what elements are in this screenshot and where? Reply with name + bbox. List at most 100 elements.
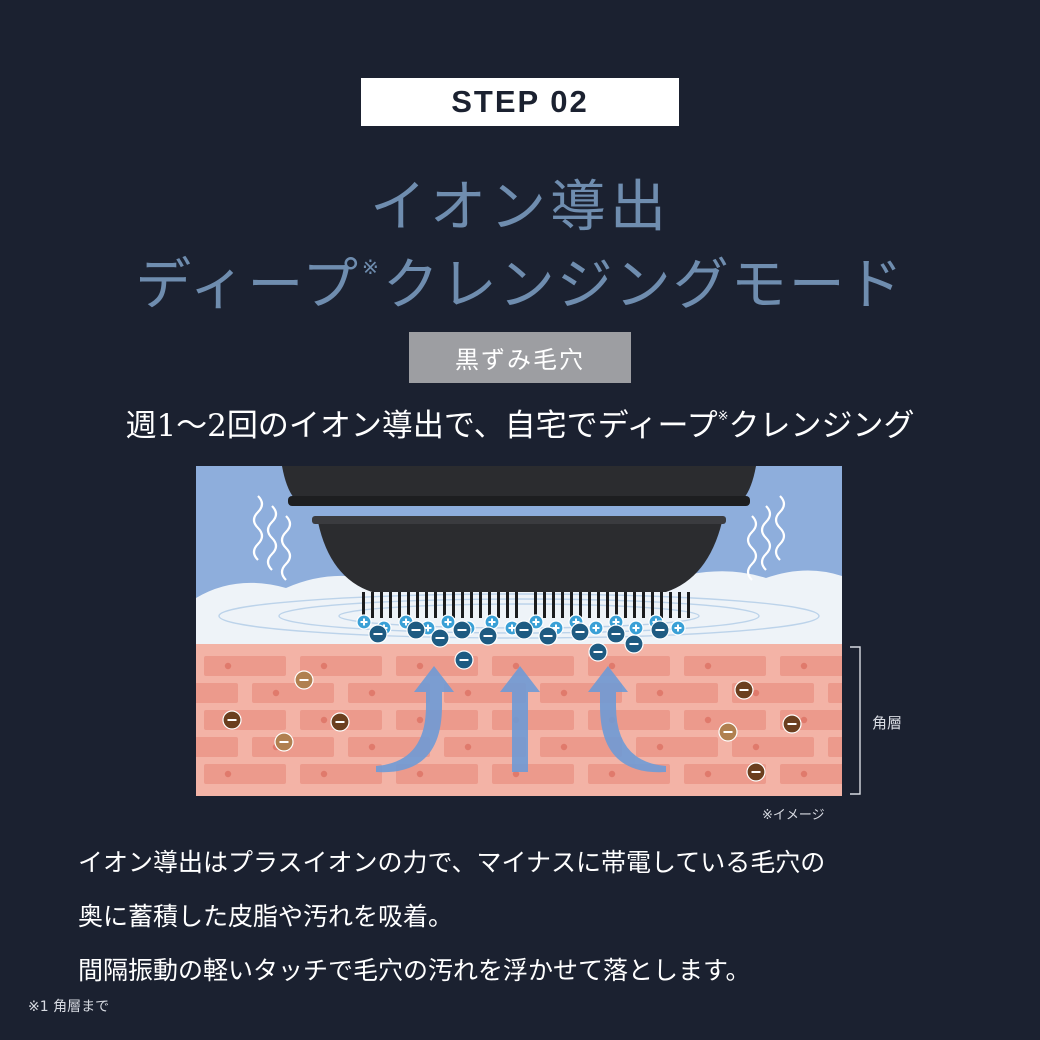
brick [252,737,334,757]
minus-ion [624,634,644,654]
brick [348,683,430,703]
brick-dot [512,770,520,778]
subtitle-footnote-mark: ※ [717,409,729,424]
bristle [461,592,464,618]
bristle [606,592,609,618]
description: イオン導出はプラスイオンの力で、マイナスに帯電している毛穴の 奥に蓄積した皮脂や… [78,836,1008,998]
bristle [425,592,428,618]
brick-dot [416,716,424,724]
plus-ion [628,620,644,636]
bristle [506,592,509,618]
brick-dot [704,770,712,778]
bristle [687,592,690,618]
sebum-particle [718,722,738,742]
step-badge: STEP 02 [361,78,679,126]
plus-ion [356,614,372,630]
bristle [624,592,627,618]
title-footnote-mark: ※ [361,255,381,279]
brick-dot [368,743,376,751]
brick [204,710,286,730]
title-mode-part1: ディープ [135,253,360,318]
brick-dot [656,689,664,697]
sebum-particle [222,710,242,730]
page-title-mode: ディープ※クレンジングモード [0,240,1040,321]
footnote: ※1 角層まで [28,999,110,1015]
brick-dot [320,662,328,670]
brick-dot [608,662,616,670]
bristle [452,592,455,618]
sebum-particle [294,670,314,690]
brick [684,710,766,730]
bristle [651,592,654,618]
brick-dot [752,689,760,697]
ions [222,614,802,782]
sebum-particle [782,714,802,734]
bristle [633,592,636,618]
bristle [416,592,419,618]
bristle [588,592,591,618]
plus-ion [670,620,686,636]
brick-dot [416,662,424,670]
brick [684,656,766,676]
brick [196,683,238,703]
sebum-particle [274,732,294,752]
brick-dot [560,689,568,697]
description-line-3: 間隔振動の軽いタッチで毛穴の汚れを浮かせて落とします。 [78,956,751,985]
brick [300,656,382,676]
brick-dot [416,770,424,778]
vibration-lines-left [252,495,292,581]
brick-dot [464,689,472,697]
ion-extraction-illustration [196,466,842,796]
brick [348,737,430,757]
bristle [434,592,437,618]
brick-dot [272,689,280,697]
minus-ion [454,650,474,670]
brick-dot [464,743,472,751]
brick [828,737,842,757]
suction-arrows [376,666,666,773]
bristle [570,592,573,618]
minus-ion [368,624,388,644]
image-note: ※イメージ [762,808,825,823]
bristle [642,592,645,618]
bristle [552,592,555,618]
bristle [488,592,491,618]
brick-dot [224,770,232,778]
brick-dot [560,743,568,751]
brick [204,764,286,784]
brick-dot [800,662,808,670]
bristle [561,592,564,618]
brick [252,683,334,703]
title-mode-part2: クレンジングモード [382,253,905,318]
brick [492,764,574,784]
minus-ion [452,620,472,640]
page-title: イオン導出 [370,175,670,240]
brick [492,710,574,730]
bristle [597,592,600,618]
description-line-1: イオン導出はプラスイオンの力で、マイナスに帯電している毛穴の [78,848,826,877]
bristle [660,592,663,618]
brick-dot [704,716,712,724]
plus-ion [440,614,456,630]
bristle [362,592,365,618]
plus-ion [528,614,544,630]
description-line-2: 奥に蓄積した皮脂や汚れを吸着。 [78,902,454,931]
brick [444,737,526,757]
brick-dot [320,770,328,778]
brick [492,656,574,676]
brick-dot [368,689,376,697]
brick-dot [800,770,808,778]
bristle [407,592,410,618]
minus-ion [588,642,608,662]
device-head [282,466,756,592]
subtitle-part2: クレンジング [728,408,915,444]
bristle [443,592,446,618]
bristle [534,592,537,618]
brick-dot [224,662,232,670]
brick [540,737,622,757]
brick [196,737,238,757]
brick-dot [512,662,520,670]
brick [636,737,718,757]
brick-dot [704,662,712,670]
bristle [579,592,582,618]
